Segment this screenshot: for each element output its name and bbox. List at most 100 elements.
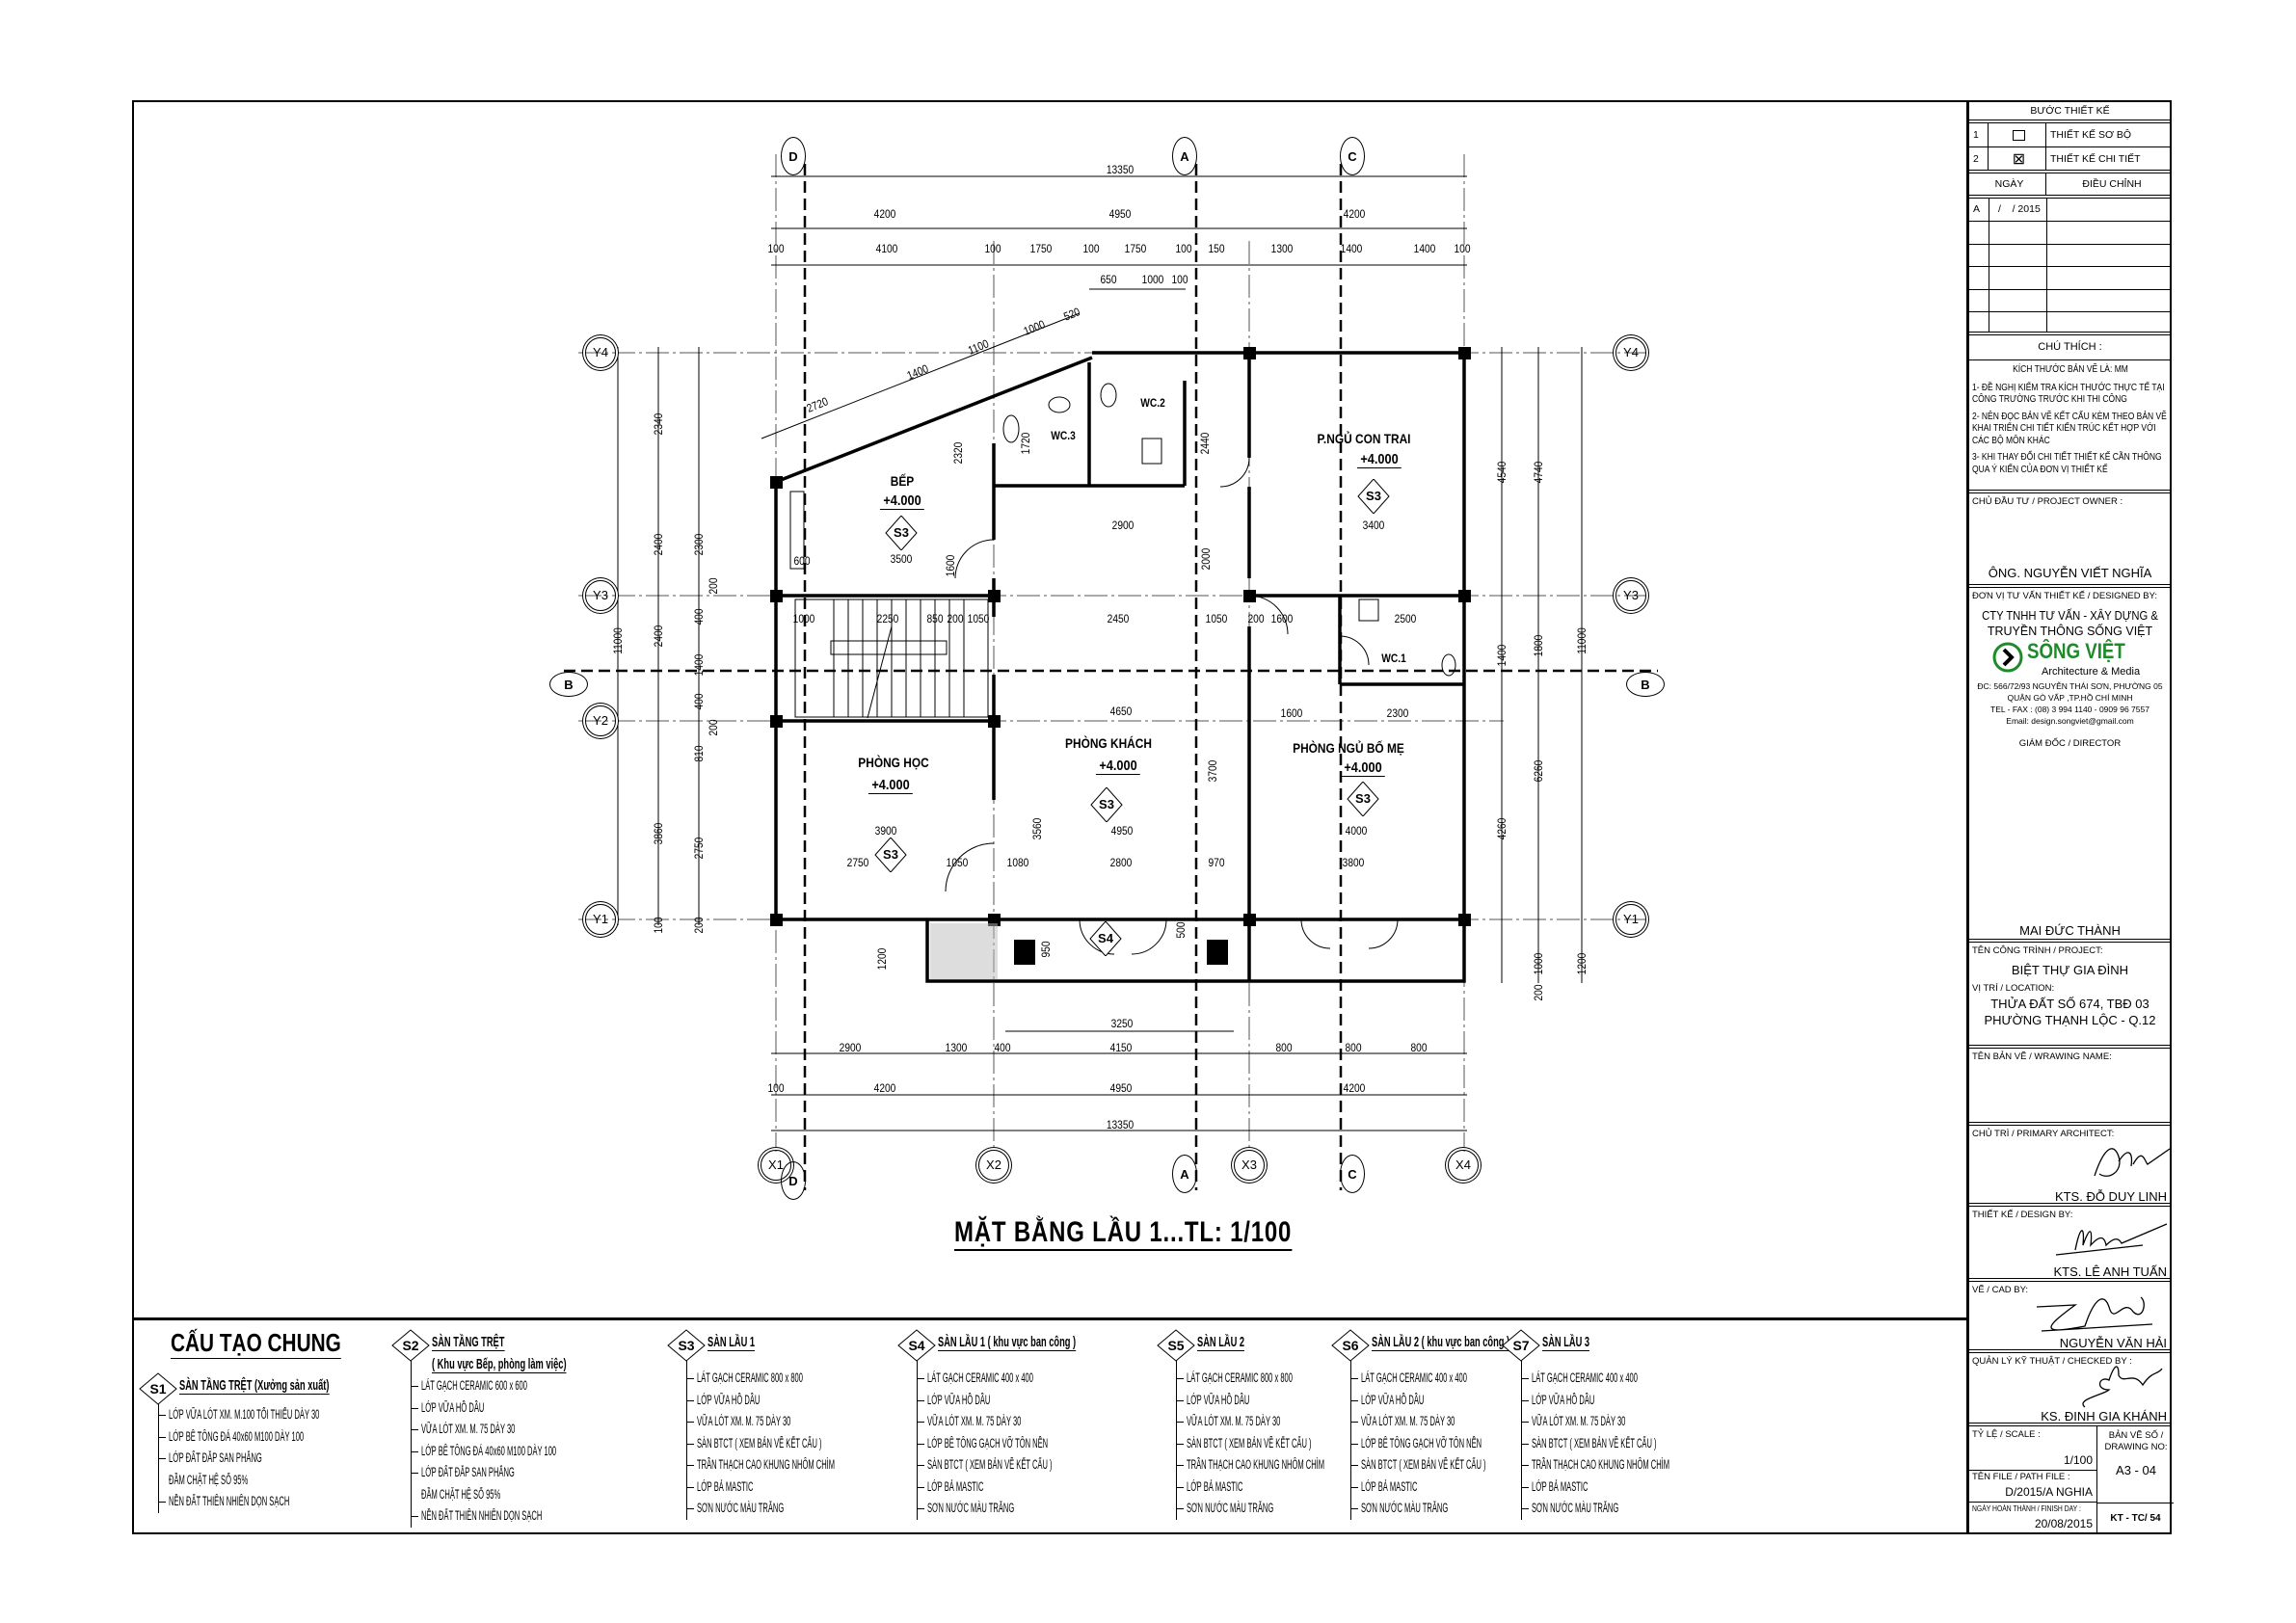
legend-item: LỚP VỮA LÓT XM. M.100 TỐI THIỂU DÀY 30 [159, 1404, 438, 1426]
plan-title: MẶT BẰNG LẦU 1...TL: 1/100 [954, 1216, 1293, 1251]
tag-text: S3 [883, 847, 898, 862]
legend-item-text: VỮA LÓT XM. M. 75 DÀY 30 [1532, 1414, 1626, 1428]
legend-item: LỚP ĐẤT ĐẮP SAN PHẲNG [412, 1462, 662, 1484]
floor-tag-living: S3 [1089, 787, 1124, 822]
revision-code: A [1973, 203, 1981, 215]
step-row-1: 1 THIẾT KẾ SƠ BỘ [1969, 123, 2171, 147]
dimension-label: 3400 [1362, 519, 1385, 532]
dimension-label: 2400 [652, 533, 665, 556]
dimension-label: 100 [1171, 273, 1188, 286]
dimension-label: 200 [1532, 984, 1545, 1001]
dimension-label: 1400 [1495, 644, 1508, 667]
dimension-label: 1050 [1205, 612, 1228, 625]
dimension-label: 4150 [1109, 1041, 1133, 1054]
legend-tag: S6 [1342, 1338, 1359, 1353]
legend-group-title: SÀN LẦU 2 [1197, 1334, 1245, 1351]
dimension-label: 400 [994, 1041, 1011, 1054]
legend-item: SÀN BTCT ( XEM BẢN VẼ KẾT CẤU ) [1351, 1454, 1584, 1477]
legend-item-text: TRẦN THẠCH CAO KHUNG NHÔM CHÌM [1187, 1457, 1325, 1472]
drawing-name-section: TÊN BẢN VẼ / WRAWING NAME: [1969, 1049, 2171, 1126]
legend-item: TRẦN THẠCH CAO KHUNG NHÔM CHÌM [1522, 1454, 1778, 1477]
grid-bubble-y1-left: Y1 [585, 904, 616, 935]
dimension-lines [617, 175, 1583, 1131]
legend-item: TRẦN THẠCH CAO KHUNG NHÔM CHÌM [1177, 1454, 1433, 1477]
legend-item-text: LỚP VỮA HỒ DẦU [421, 1399, 485, 1415]
note-2: 2- NÊN ĐỌC BẢN VẼ KẾT CẤU KÈM THEO BẢN V… [1972, 411, 2167, 446]
floor-plan [564, 154, 1658, 1190]
address-line-2: QUẬN GÒ VẤP ,TP.HỒ CHÍ MINH [2007, 693, 2133, 703]
legend-item-text: VỮA LÓT XM. M. 75 DÀY 30 [1361, 1414, 1455, 1428]
grid-bubble-y3-left: Y3 [585, 580, 616, 611]
designer-label: ĐƠN VỊ TƯ VẤN THIẾT KẾ / DESIGNED BY: [1972, 591, 2158, 601]
checkbox-detailed-checked[interactable]: ⊠ [1989, 147, 2046, 170]
legend-item: LÁT GẠCH CERAMIC 800 x 800 [687, 1368, 944, 1390]
checked-section: QUẢN LÝ KỸ THUẬT / CHECKED BY : KS. ĐINH… [1969, 1353, 2171, 1426]
section-marker-b-left: B [549, 672, 588, 697]
legend-item: LÁT GẠCH CERAMIC 400 x 400 [918, 1368, 1150, 1390]
primary-architect-section: CHỦ TRÌ / PRIMARY ARCHITECT: KTS. ĐỖ DUY… [1969, 1126, 2171, 1207]
legend-item: LỚP VỮA HỒ DẦU [412, 1397, 662, 1420]
dimension-label: 1080 [1006, 856, 1029, 869]
legend-divider [132, 1317, 1966, 1320]
cad-by-label: VẼ / CAD BY: [1972, 1285, 2029, 1295]
signature-checker [2082, 1366, 2163, 1408]
legend-item-text: SƠN NƯỚC MÀU TRẮNG [927, 1501, 1015, 1515]
dimension-label: 650 [1100, 273, 1117, 286]
checkbox-preliminary[interactable] [1989, 123, 2046, 146]
legend-item-text: SÀN BTCT ( XEM BẢN VẼ KẾT CẤU ) [1532, 1435, 1657, 1450]
dimension-label: 4200 [1343, 207, 1366, 221]
legend-tag: S4 [908, 1338, 925, 1353]
path-label: TÊN FILE / PATH FILE : [1972, 1472, 2070, 1482]
dimension-label: 2340 [652, 412, 665, 436]
revision-table: A / / 2015 [1969, 199, 2171, 335]
grid-bubble-x3: X3 [1234, 1150, 1265, 1181]
legend-item: LỚP VỮA HỒ DẦU [687, 1390, 944, 1412]
dimension-label: 200 [1247, 612, 1265, 625]
location-line-2: PHƯỜNG THẠNH LỘC - Q.12 [1984, 1013, 2156, 1027]
dimension-label: 1050 [967, 612, 990, 625]
dimension-label: 1300 [945, 1041, 968, 1054]
legend-item-text: LỚP VỮA HỒ DẦU [1532, 1392, 1595, 1407]
level-parents-bedroom: +4.000 [1340, 759, 1386, 777]
dimension-label: 200 [707, 577, 720, 595]
signature-designer [2055, 1223, 2168, 1256]
dimension-label: 4950 [1108, 207, 1132, 221]
legend-group-title: SÀN TẦNG TRỆT (Xưởng sản xuất) [179, 1377, 330, 1395]
dimension-label: 4950 [1110, 824, 1134, 838]
section-marker-b-right: B [1626, 672, 1665, 697]
dimension-label: 13350 [1106, 1118, 1135, 1131]
floor-tag-diamond: S7 [1502, 1329, 1540, 1362]
dimension-label: 100 [767, 242, 785, 255]
room-label-wc3: WC.3 [1051, 429, 1076, 442]
dimension-label: 1200 [875, 947, 889, 971]
floor-tag-diamond: S4 [897, 1329, 936, 1362]
dimension-label: 950 [1039, 941, 1053, 958]
scale-value: 1/100 [2063, 1453, 2093, 1467]
room-label-living: PHÒNG KHÁCH [1065, 735, 1152, 751]
dimension-label: 1600 [944, 554, 957, 577]
level-son-bedroom: +4.000 [1356, 451, 1402, 468]
legend-item-text: SÀN BTCT ( XEM BẢN VẼ KẾT CẤU ) [927, 1457, 1053, 1472]
dimension-label: 2450 [1107, 612, 1130, 625]
revision-date: / / 2015 [1998, 203, 2041, 215]
legend-item-text: NỀN ĐẤT THIÊN NHIÊN DỌN SẠCH [421, 1508, 543, 1523]
dimension-label: 4740 [1532, 461, 1545, 484]
dimension-label: 200 [947, 612, 964, 625]
legend-item: ĐẦM CHẶT HỆ SỐ 95% [412, 1484, 662, 1506]
legend-item-text: LỚP BẢ MASTIC [1532, 1478, 1589, 1494]
dimension-label: 4950 [1109, 1081, 1133, 1095]
legend-item-text: VỮA LÓT XM. M. 75 DÀY 30 [1187, 1414, 1281, 1428]
legend-item-text: LỚP VỮA HỒ DẦU [1361, 1392, 1425, 1407]
dimension-label: 1200 [1575, 952, 1589, 975]
section-lines [564, 164, 1658, 1190]
legend-item: LỚP VỮA HỒ DẦU [1351, 1390, 1584, 1412]
legend-item-text: SƠN NƯỚC MÀU TRẮNG [697, 1501, 785, 1515]
dimension-label: 970 [1208, 856, 1225, 869]
legend-item-text: LÁT GẠCH CERAMIC 800 x 800 [697, 1370, 803, 1385]
finish-label: NGÀY HOÀN THÀNH / FINISH DAY : [1972, 1503, 2081, 1513]
company-name-1: CTY TNHH TƯ VẤN - XÂY DỰNG & [1982, 609, 2158, 623]
legend-item: LỚP BẢ MASTIC [687, 1477, 944, 1499]
floor-tag-diamond: S2 [391, 1329, 430, 1362]
